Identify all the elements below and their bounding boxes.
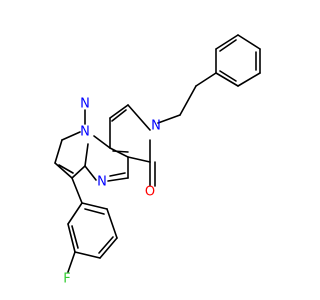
bond — [111, 109, 127, 122]
atom-label-oxygen-carbonyl: O — [145, 185, 155, 200]
bond — [71, 225, 79, 249]
bond — [127, 156, 151, 163]
bond — [237, 34, 261, 50]
bond — [195, 72, 217, 87]
chemical-structure-diagram: N N N N O F — [54, 34, 261, 287]
bond — [127, 104, 151, 131]
bond — [67, 202, 83, 225]
bond — [81, 202, 108, 210]
bond — [93, 135, 111, 149]
bond — [84, 165, 97, 181]
atom-label-nitrogen-pyrimidine: N — [97, 175, 107, 190]
bond — [71, 165, 86, 179]
bond — [61, 131, 81, 141]
bond — [107, 177, 129, 182]
bond — [99, 237, 118, 259]
bond — [84, 208, 105, 215]
bond — [109, 172, 126, 177]
bond — [74, 251, 101, 259]
bond — [157, 114, 181, 124]
bond — [109, 147, 129, 158]
bond — [237, 72, 261, 87]
atom-label-fluorine: F — [63, 272, 70, 287]
bond — [219, 39, 237, 52]
bond — [67, 251, 76, 273]
atom-label-layer: N N N N O F — [63, 97, 161, 287]
bond — [106, 208, 118, 239]
bond — [215, 72, 239, 87]
bond — [67, 223, 76, 253]
bond — [215, 34, 239, 50]
bond-layer — [54, 34, 261, 273]
bond — [58, 164, 74, 174]
bond — [98, 236, 114, 254]
bond — [219, 70, 237, 82]
bond — [109, 104, 129, 119]
atom-label-nitrogen-pyridone: N — [151, 119, 161, 134]
bond — [84, 143, 89, 167]
bond — [71, 177, 83, 204]
bond — [54, 162, 73, 179]
bond — [54, 139, 63, 164]
bond — [112, 150, 129, 153]
bond — [179, 85, 197, 116]
atom-label-nitrogen-top: N — [80, 97, 90, 112]
atom-label-nitrogen-bridge: N — [80, 125, 90, 140]
